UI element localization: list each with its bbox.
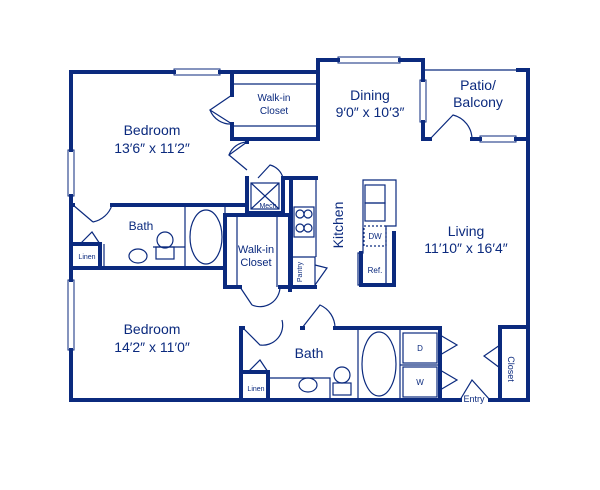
dryer [402, 332, 438, 364]
fixtures [128, 179, 438, 398]
mech-unit-icon [250, 182, 280, 210]
entry-label: Entry [463, 394, 485, 404]
living-name: Living [448, 223, 485, 239]
living-size: 11′10″ x 16′4″ [424, 240, 507, 256]
washer-label: W [416, 378, 424, 387]
sink-icon [364, 184, 386, 204]
mech-label: Mech [259, 203, 276, 210]
bedroom1-name: Bedroom [124, 122, 181, 138]
room-labels: Bedroom 13′6″ x 11′2″ Walk-in Closet Din… [78, 77, 516, 404]
linen1-label: Linen [78, 254, 95, 261]
linen2-label: Linen [247, 386, 264, 393]
dw-label: DW [368, 232, 382, 241]
door-swings [72, 94, 501, 401]
ref-label: Ref. [368, 266, 383, 275]
toilet-icon [332, 382, 352, 396]
walkin1-label: Walk-in [258, 93, 291, 104]
walkin1-label2: Closet [260, 106, 289, 117]
bath2-name: Bath [295, 345, 324, 361]
patio-label2: Balcony [453, 94, 503, 110]
dining-name: Dining [350, 87, 390, 103]
dining-size: 9′0″ x 10′3″ [336, 104, 405, 120]
bedroom2-size: 14′2″ x 11′0″ [114, 339, 190, 355]
dryer-label: D [417, 344, 423, 353]
bedroom2-name: Bedroom [124, 321, 181, 337]
patio-label: Patio/ [460, 77, 496, 93]
bath1-name: Bath [129, 219, 154, 233]
bathtub-icon [361, 331, 397, 397]
pantry-label: Pantry [297, 261, 304, 282]
stove-icon [293, 206, 315, 238]
sink-icon [298, 377, 318, 393]
toilet-icon [155, 246, 175, 260]
kitchen-label: Kitchen [330, 202, 346, 249]
bathtub-icon [189, 209, 223, 265]
washer [402, 366, 438, 398]
closet-label: Closet [506, 356, 516, 382]
walkin2-label2: Closet [240, 257, 271, 269]
walkin2-label: Walk-in [238, 244, 274, 256]
bedroom1-size: 13′6″ x 11′2″ [114, 140, 190, 156]
sink-icon [128, 248, 148, 264]
